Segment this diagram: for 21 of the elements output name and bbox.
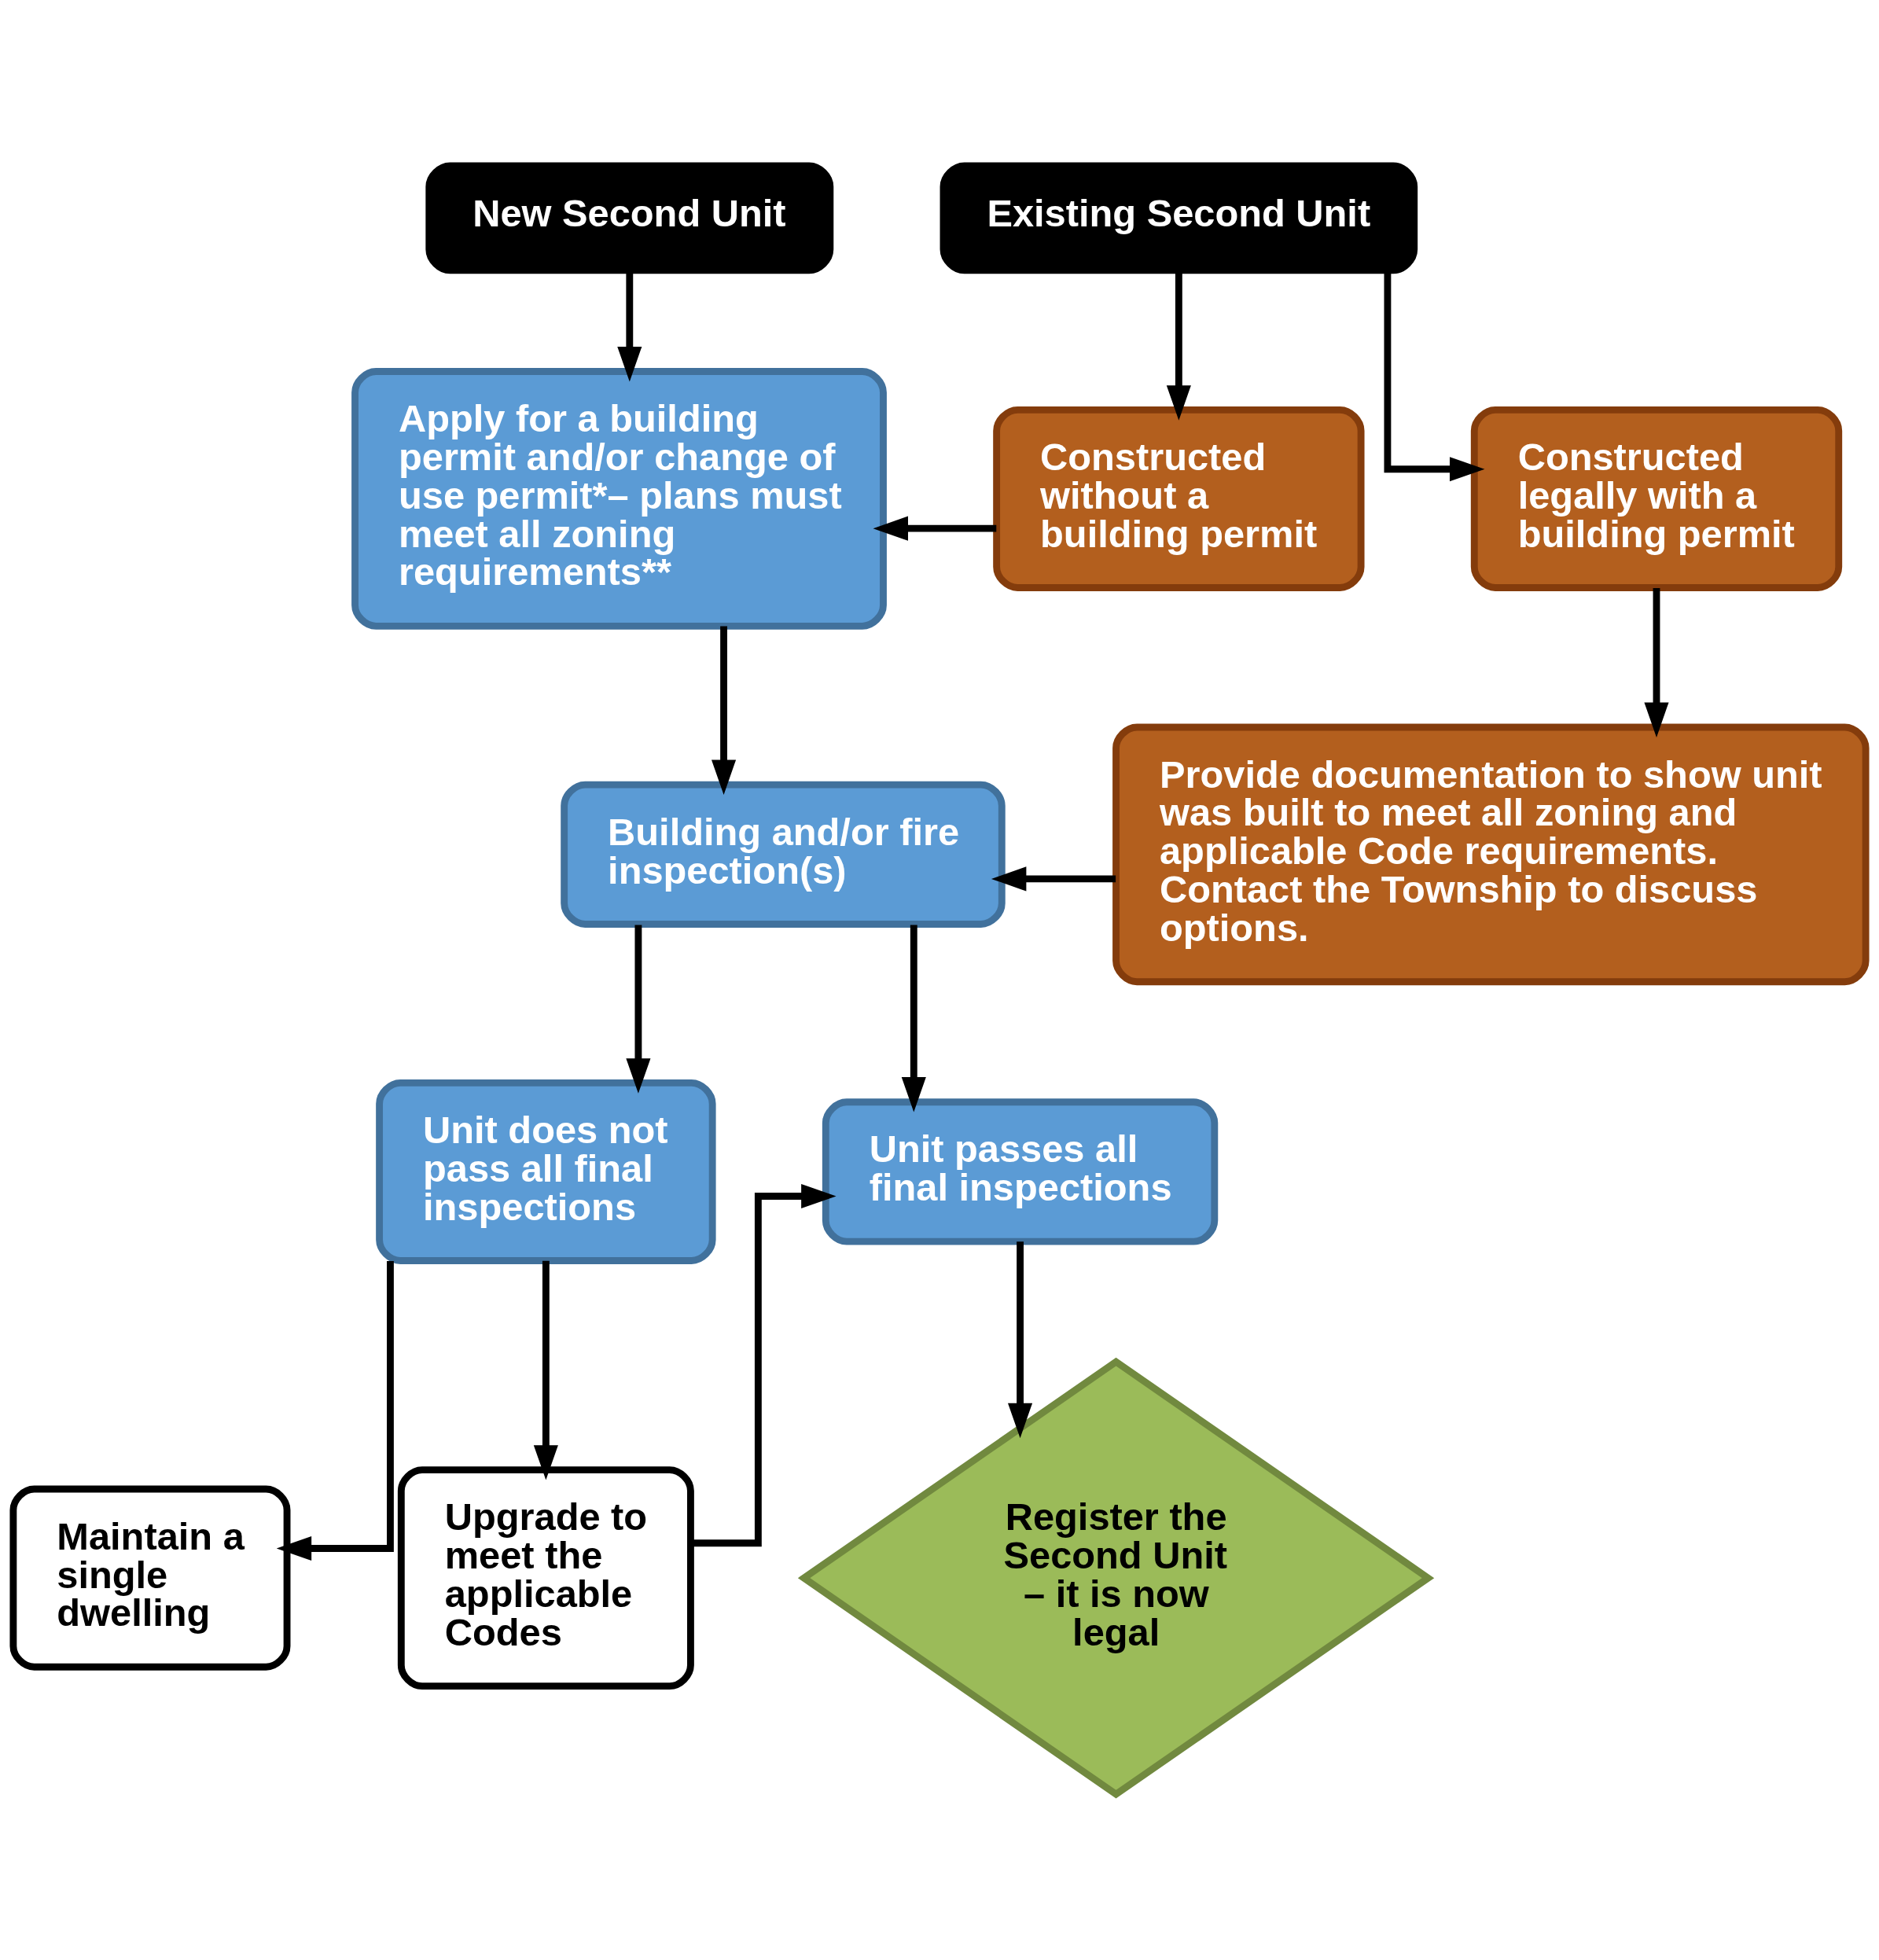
arrow bbox=[1644, 588, 1669, 737]
node-box: Building and/or fire inspection(s) bbox=[561, 781, 1006, 928]
arrow bbox=[873, 516, 997, 541]
node-box: Unit does not pass all final inspections bbox=[376, 1079, 716, 1264]
arrow bbox=[276, 1260, 394, 1561]
arrow bbox=[533, 1260, 558, 1480]
node-box: Existing Second Unit bbox=[940, 162, 1418, 274]
node-box: Upgrade to meet the applicable Codes bbox=[397, 1466, 694, 1690]
arrow bbox=[1008, 1241, 1033, 1439]
node-box: Constructed legally with a building permit bbox=[1470, 406, 1843, 591]
node-box: Apply for a building permit and/or change of use permit*– plans must meet all zoning requirements** bbox=[351, 368, 887, 630]
node-diamond: Register the Second Unit – it is now legal bbox=[797, 1357, 1435, 1799]
node-box: New Second Unit bbox=[425, 162, 834, 274]
arrow bbox=[991, 866, 1116, 892]
arrow bbox=[626, 925, 651, 1094]
node-box: Constructed without a building permit bbox=[993, 406, 1365, 591]
arrow bbox=[712, 626, 737, 795]
node-box: Unit passes all final inspections bbox=[822, 1098, 1219, 1245]
node-box: Provide documentation to show unit was built to meet all zoning and applicable Code requirements. Contact the Township to discuss options. bbox=[1112, 723, 1870, 986]
node-box: Maintain a single dwelling bbox=[9, 1485, 291, 1671]
arrow bbox=[901, 925, 926, 1112]
